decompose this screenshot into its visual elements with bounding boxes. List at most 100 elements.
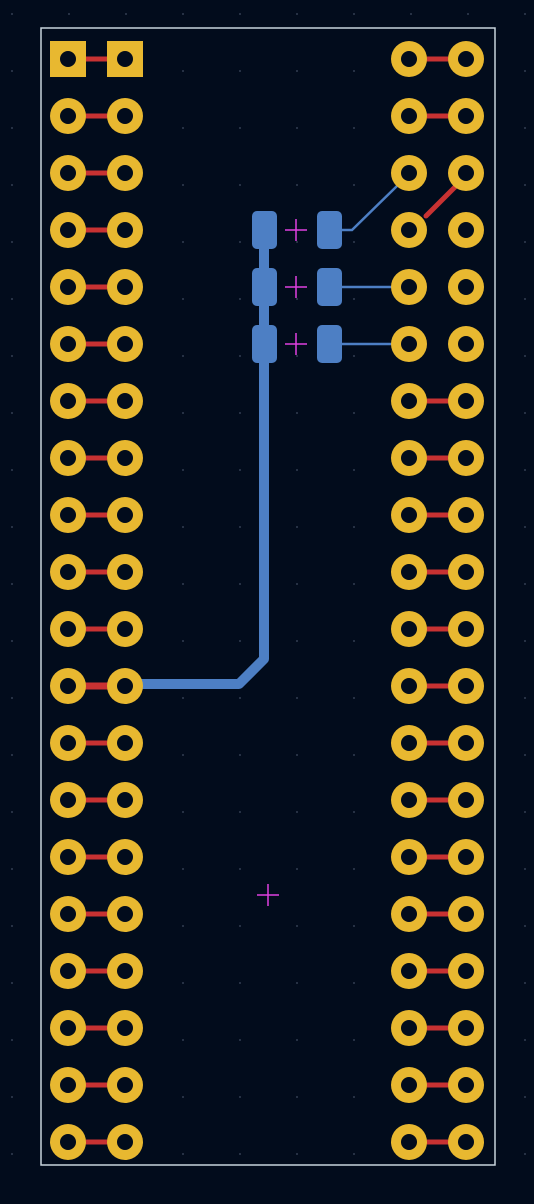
- pad-drill-hole: [401, 279, 417, 295]
- pad-drill-hole: [117, 51, 133, 67]
- pad-drill-hole: [401, 735, 417, 751]
- grid-dot: [524, 184, 526, 186]
- pad-drill-hole: [458, 678, 474, 694]
- pad-drill-hole: [458, 336, 474, 352]
- pad-drill-hole: [401, 1020, 417, 1036]
- pad-drill-hole: [117, 450, 133, 466]
- pad-drill-hole: [401, 621, 417, 637]
- smd-pad-right: [317, 211, 342, 249]
- pad-drill-hole: [458, 1077, 474, 1093]
- grid-dot: [239, 412, 241, 414]
- grid-dot: [296, 1039, 298, 1041]
- grid-dot: [353, 13, 355, 15]
- grid-dot: [353, 1153, 355, 1155]
- grid-dot: [239, 1039, 241, 1041]
- grid-dot: [296, 925, 298, 927]
- markers-layer: [257, 219, 307, 906]
- grid-dot: [353, 583, 355, 585]
- grid-dot: [182, 697, 184, 699]
- grid-dot: [524, 982, 526, 984]
- pad-drill-hole: [117, 792, 133, 808]
- grid-dot: [11, 640, 13, 642]
- pad-drill-hole: [458, 906, 474, 922]
- grid-dot: [11, 811, 13, 813]
- pad-drill-hole: [117, 279, 133, 295]
- grid-dot: [353, 412, 355, 414]
- grid-dot: [11, 412, 13, 414]
- pad-drill-hole: [60, 1134, 76, 1150]
- grid-dot: [182, 1096, 184, 1098]
- grid-dot: [182, 241, 184, 243]
- pad-drill-hole: [458, 507, 474, 523]
- grid-dot: [239, 583, 241, 585]
- grid-dot: [182, 640, 184, 642]
- pad-drill-hole: [60, 678, 76, 694]
- grid-dot: [239, 127, 241, 129]
- grid-dot: [353, 355, 355, 357]
- pad-drill-hole: [60, 165, 76, 181]
- pad-drill-hole: [117, 336, 133, 352]
- pad-drill-hole: [458, 1020, 474, 1036]
- grid-dot: [524, 1039, 526, 1041]
- grid-dot: [11, 868, 13, 870]
- pad-drill-hole: [60, 621, 76, 637]
- grid-dot: [182, 925, 184, 927]
- smd-pad-right: [317, 268, 342, 306]
- grid-dot: [353, 70, 355, 72]
- pads-layer: [50, 41, 484, 1160]
- grid-dot: [353, 127, 355, 129]
- grid-dot: [239, 1153, 241, 1155]
- pad-drill-hole: [458, 564, 474, 580]
- grid-dot: [296, 982, 298, 984]
- grid-dot: [182, 355, 184, 357]
- pad-drill-hole: [458, 849, 474, 865]
- grid-dot: [296, 355, 298, 357]
- pad-drill-hole: [117, 108, 133, 124]
- grid-dot: [239, 982, 241, 984]
- grid-dot: [296, 298, 298, 300]
- front-copper-trace: [423, 183, 459, 219]
- grid-dot: [182, 184, 184, 186]
- grid-dot: [239, 811, 241, 813]
- grid-dot: [68, 13, 70, 15]
- back-copper-layer: [125, 185, 398, 689]
- grid-dot: [524, 13, 526, 15]
- grid-dot: [182, 583, 184, 585]
- smd-pad-left: [252, 211, 277, 249]
- grid-dot: [239, 70, 241, 72]
- pad-drill-hole: [60, 1077, 76, 1093]
- grid-dot: [182, 298, 184, 300]
- grid-dot: [11, 583, 13, 585]
- pad-drill-hole: [60, 279, 76, 295]
- grid-dot: [239, 526, 241, 528]
- pad-drill-hole: [60, 564, 76, 580]
- grid-dot: [524, 697, 526, 699]
- grid-dot: [467, 13, 469, 15]
- grid-dot: [296, 184, 298, 186]
- grid-dot: [11, 526, 13, 528]
- grid-dot: [239, 13, 241, 15]
- grid-dot: [353, 754, 355, 756]
- grid-dot: [11, 982, 13, 984]
- grid-dot: [524, 754, 526, 756]
- grid-dot: [353, 1039, 355, 1041]
- pad-drill-hole: [458, 450, 474, 466]
- pad-drill-hole: [458, 108, 474, 124]
- grid-dot: [11, 241, 13, 243]
- pad-drill-hole: [60, 1020, 76, 1036]
- grid-dot: [11, 754, 13, 756]
- pad-drill-hole: [401, 222, 417, 238]
- grid-dot: [353, 184, 355, 186]
- pad-drill-hole: [458, 963, 474, 979]
- grid-dot: [239, 868, 241, 870]
- grid-dot: [296, 1096, 298, 1098]
- board-outline: [40, 27, 496, 1166]
- crosshair-marker: [257, 884, 279, 906]
- grid-dot: [353, 526, 355, 528]
- grid-dot: [353, 241, 355, 243]
- grid-dot: [11, 1153, 13, 1155]
- grid-dot: [296, 754, 298, 756]
- grid-dot: [524, 1096, 526, 1098]
- pad-drill-hole: [117, 963, 133, 979]
- grid-dot: [182, 70, 184, 72]
